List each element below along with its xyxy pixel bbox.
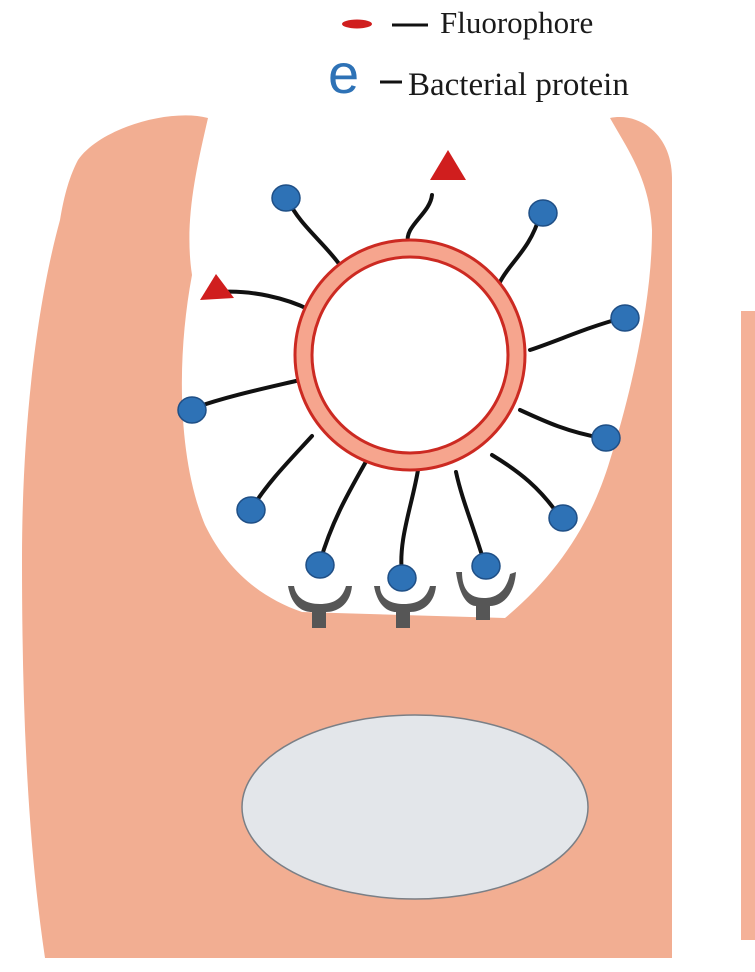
fluorophore-2 (200, 274, 234, 300)
bacterial-protein (388, 565, 416, 591)
bacterial-protein-icon: e (328, 42, 359, 105)
protein-legend-label: Bacterial protein (408, 67, 629, 103)
fluorophore-swatch (342, 20, 372, 29)
bacterial-protein (472, 553, 500, 579)
bacterial-protein (611, 305, 639, 331)
bacterial-protein (237, 497, 265, 523)
nucleus (242, 715, 588, 899)
bacterial-protein (178, 397, 206, 423)
bacterial-protein (272, 185, 300, 211)
fluorophore-1 (430, 150, 466, 180)
fluorophore-legend-label: Fluorophore (440, 5, 593, 40)
bacterial-protein (529, 200, 557, 226)
bacterial-protein (592, 425, 620, 451)
bacterial-protein (306, 552, 334, 578)
adjacent-cell-panel (741, 311, 755, 940)
bacterial-protein (549, 505, 577, 531)
legend: Fluorophore e Bacterial protein (328, 5, 629, 105)
bacterium-interior (312, 257, 508, 453)
